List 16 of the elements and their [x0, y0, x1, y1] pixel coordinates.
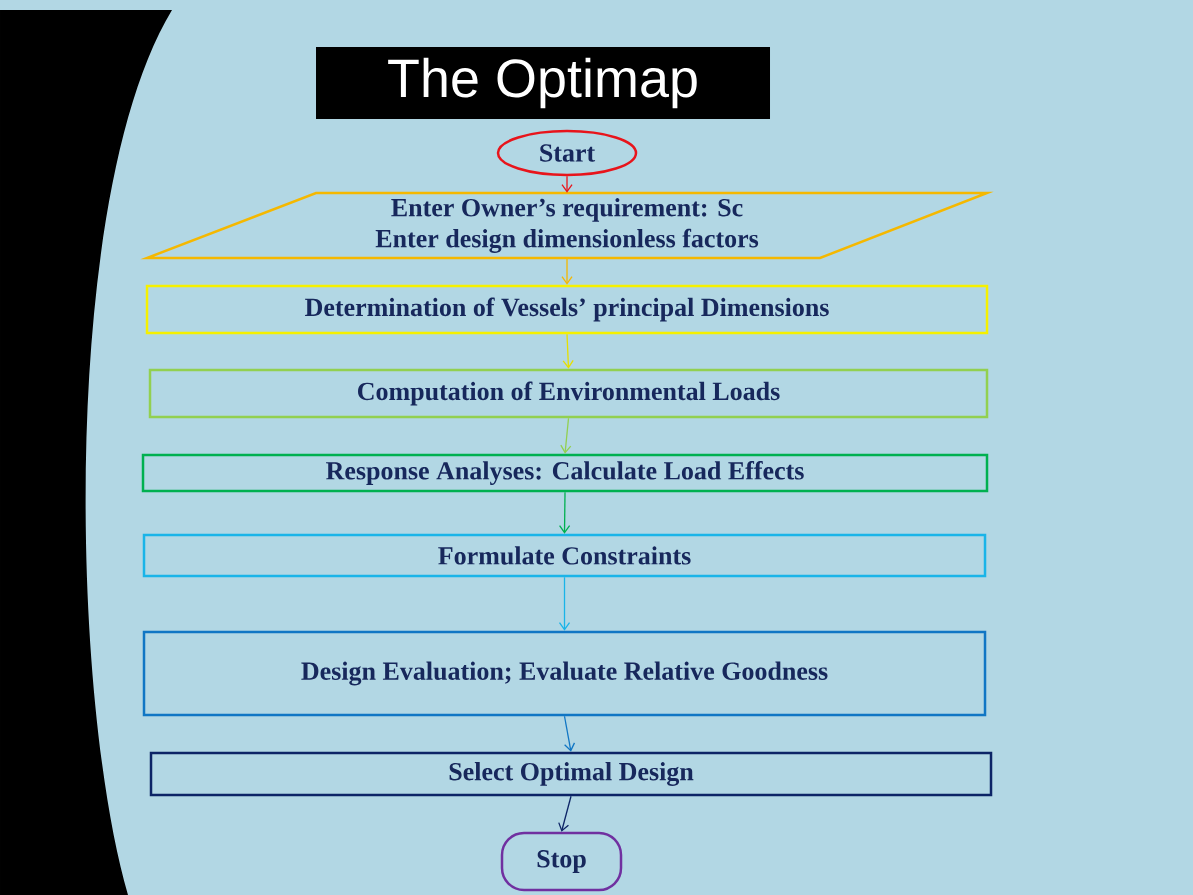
- arrow: [563, 715, 576, 752]
- process-box: Formulate Constraints: [142, 533, 987, 578]
- arrow: [561, 175, 573, 193]
- process-box: Determination of Vessels’ principal Dimensions: [145, 284, 989, 335]
- arrow: [558, 795, 572, 832]
- process-box: Select Optimal Design: [149, 751, 993, 797]
- arrow: [558, 576, 571, 631]
- arrow: [561, 257, 573, 285]
- arrow: [560, 417, 572, 454]
- process-box: Response Analyses: Calculate Load Effects: [141, 453, 989, 493]
- process-box: Computation of Environmental Loads: [148, 368, 989, 419]
- title: The Optimap: [316, 47, 770, 119]
- process-box: Design Evaluation; Evaluate Relative Goodness: [142, 630, 987, 717]
- arrow: [562, 333, 574, 369]
- arrow: [558, 491, 571, 534]
- terminal-box: Stop: [500, 831, 623, 892]
